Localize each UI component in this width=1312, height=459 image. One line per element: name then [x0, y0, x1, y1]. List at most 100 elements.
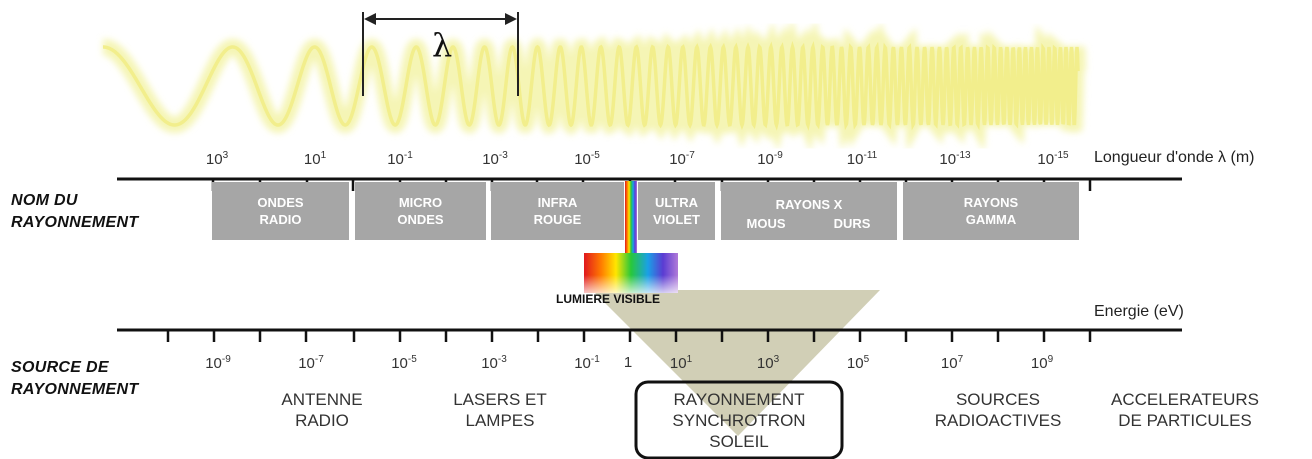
wavelength-tick-label: 101: [304, 150, 326, 168]
energy-tick-base: 10: [481, 355, 498, 372]
band-label-line1: ONDES: [257, 195, 304, 210]
wavelength-tick-base: 10: [482, 151, 499, 168]
source-line2: DE PARTICULES: [1118, 411, 1252, 430]
wavelength-tick-base: 10: [574, 151, 591, 168]
energy-tick-base: 10: [1030, 355, 1048, 372]
source-synchrotron-sun: RAYONNEMENT SYNCHROTRON SOLEIL: [672, 389, 805, 452]
wavelength-tick-label: 10-5: [574, 150, 600, 168]
source-lasers-lamps: LASERS ET LAMPES: [453, 389, 547, 431]
wavelength-tick-label: 10-13: [939, 150, 970, 168]
band-radio-waves: ONDES RADIO: [212, 182, 349, 240]
energy-tick-label: 10-5: [391, 354, 417, 372]
energy-tick-exponent: 7: [957, 354, 964, 365]
radiation-source-title: SOURCE DE RAYONNEMENT: [11, 357, 138, 401]
source-line2: SYNCHROTRON: [672, 411, 806, 430]
wavelength-tick-base: 10: [757, 151, 774, 168]
wavelength-tick-exponent: -1: [403, 150, 413, 161]
source-line1: RAYONNEMENT: [673, 390, 805, 409]
energy-axis-ticks: [166, 330, 1092, 342]
wavelength-tick-base: 10: [1037, 151, 1055, 168]
wavelength-tick-base: 10: [303, 151, 321, 168]
source-particle-accelerators: ACCELERATEURS DE PARTICULES: [1111, 389, 1259, 431]
band-label-line1: MICRO: [398, 195, 443, 210]
energy-tick-base: 10: [940, 355, 958, 372]
radiation-source-title-line1: SOURCE DE: [11, 359, 109, 376]
wavelength-tick-label: 103: [206, 150, 228, 168]
source-line2: LAMPES: [465, 411, 535, 430]
synchrotron-funnel: [592, 290, 880, 436]
radiation-name-title: NOM DU RAYONNEMENT: [11, 190, 138, 234]
energy-tick-exponent: 5: [863, 354, 870, 365]
source-line2: RADIO: [295, 411, 349, 430]
band-label-hard: DURS: [833, 216, 871, 231]
energy-tick-label: 10-9: [205, 354, 231, 372]
source-radioactive: SOURCES RADIOACTIVES: [935, 389, 1062, 431]
energy-tick-exponent: -7: [314, 354, 324, 365]
energy-tick-label: 10-1: [574, 354, 600, 372]
wavelength-tick-exponent: -13: [956, 150, 971, 161]
wavelength-tick-label: 10-9: [757, 150, 783, 168]
energy-tick-base: 10: [391, 355, 408, 372]
wavelength-tick-exponent: -5: [590, 150, 600, 161]
energy-tick-base: 10: [846, 355, 864, 372]
source-line1: ACCELERATEURS: [1111, 390, 1259, 409]
band-label-line2: ROUGE: [533, 212, 582, 227]
energy-tick-label: 10-3: [481, 354, 507, 372]
energy-tick-exponent: 3: [773, 354, 780, 365]
lambda-arrow-head-right: [505, 13, 517, 25]
visible-light-stripe: [625, 181, 637, 255]
band-label-line1: INFRA: [537, 195, 578, 210]
wavelength-tick-base: 10: [669, 151, 686, 168]
lambda-symbol: λ: [432, 26, 453, 64]
band-label-line2: RADIO: [259, 212, 302, 227]
visible-light-label: LUMIERE VISIBLE: [556, 292, 661, 306]
wavelength-tick-exponent: -11: [863, 150, 878, 161]
band-label-line2: GAMMA: [965, 212, 1017, 227]
source-line1: ANTENNE: [281, 390, 363, 409]
source-line2: RADIOACTIVES: [934, 411, 1062, 430]
energy-tick-label: 103: [757, 354, 779, 372]
energy-tick-base: 10: [298, 355, 315, 372]
wavelength-tick-exponent: -9: [773, 150, 783, 161]
radiation-name-title-line2: RAYONNEMENT: [11, 214, 139, 231]
wavelength-tick-exponent: -7: [685, 150, 695, 161]
energy-tick-exponent: -3: [497, 354, 507, 365]
radiation-source-title-line2: RAYONNEMENT: [11, 381, 139, 398]
wavelength-tick-label: 10-1: [387, 150, 413, 168]
band-label-line2: VIOLET: [653, 212, 700, 227]
source-line1: SOURCES: [955, 390, 1041, 409]
band-label-xrays: RAYONS X: [775, 197, 843, 212]
wavelength-tick-base: 10: [939, 151, 957, 168]
source-radio-antenna: ANTENNE RADIO: [281, 389, 362, 431]
energy-tick-exponent: -5: [407, 354, 417, 365]
band-x-rays: RAYONS X MOUS DURS: [721, 182, 897, 240]
energy-tick-base: 10: [205, 355, 222, 372]
energy-tick-exponent: -1: [590, 354, 600, 365]
radiation-name-title-line1: NOM DU: [11, 192, 78, 209]
wavelength-tick-exponent: 3: [222, 150, 229, 161]
wavelength-tick-exponent: -3: [498, 150, 508, 161]
wavelength-tick-label: 10-15: [1037, 150, 1068, 168]
wavelength-tick-base: 10: [846, 151, 864, 168]
energy-tick-base: 10: [574, 355, 591, 372]
band-microwaves: MICRO ONDES: [355, 182, 486, 240]
energy-tick-label: 105: [847, 354, 869, 372]
energy-tick-label: 109: [1031, 354, 1053, 372]
band-label-line2: ONDES: [397, 212, 444, 227]
source-line3: SOLEIL: [709, 432, 769, 451]
band-label-soft: MOUS: [746, 216, 786, 231]
wavelength-tick-base: 10: [387, 151, 404, 168]
lambda-arrow-head-left: [364, 13, 376, 25]
wavelength-tick-exponent: 1: [320, 150, 327, 161]
band-label-line1: ULTRA: [654, 195, 699, 210]
energy-tick-exponent: 1: [686, 354, 693, 365]
wavelength-tick-label: 10-11: [847, 150, 877, 168]
energy-tick-base: 10: [756, 355, 774, 372]
visible-light-fade: [584, 253, 678, 293]
source-line1: LASERS ET: [453, 390, 547, 409]
energy-tick-base: 1: [623, 354, 633, 371]
wavelength-tick-label: 10-7: [669, 150, 695, 168]
wavelength-axis-label: Longueur d'onde λ (m): [1094, 149, 1255, 166]
